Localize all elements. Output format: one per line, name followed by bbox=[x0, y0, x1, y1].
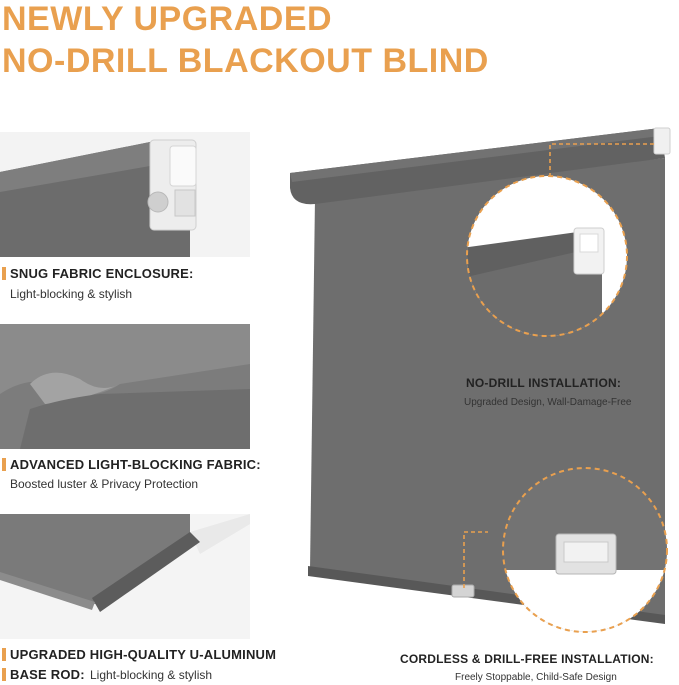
feature-title-fabric: ADVANCED LIGHT-BLOCKING FABRIC: bbox=[2, 457, 261, 472]
feature-subtitle-enclosure: Light-blocking & stylish bbox=[10, 287, 133, 301]
feature-title-rod: UPGRADED HIGH-QUALITY U-ALUMINUM bbox=[2, 647, 276, 662]
fabric-enclosure-image bbox=[0, 132, 250, 257]
callout-subtitle-no-drill: Upgraded Design, Wall-Damage-Free bbox=[464, 397, 632, 408]
callout-title-cordless: CORDLESS & DRILL-FREE INSTALLATION: bbox=[400, 652, 654, 666]
base-rod-image bbox=[0, 514, 250, 639]
feature-subtitle-fabric: Boosted luster & Privacy Protection bbox=[10, 477, 199, 491]
feature-subtitle-rod: Light-blocking & stylish bbox=[90, 668, 213, 682]
feature-title-rod-line-2: BASE ROD: bbox=[2, 667, 85, 682]
callout-title-no-drill: NO-DRILL INSTALLATION: bbox=[466, 376, 622, 390]
drill-free-zoom-circle bbox=[502, 467, 668, 633]
headline-line-2: NO-DRILL BLACKOUT BLIND bbox=[2, 42, 489, 80]
headline-line-1: NEWLY UPGRADED bbox=[2, 0, 333, 38]
feature-title-enclosure: SNUG FABRIC ENCLOSURE: bbox=[2, 266, 194, 281]
callout-subtitle-cordless: Freely Stoppable, Child-Safe Design bbox=[455, 672, 617, 683]
installation-zoom-circle bbox=[466, 175, 628, 337]
blackout-fabric-image bbox=[0, 324, 250, 449]
